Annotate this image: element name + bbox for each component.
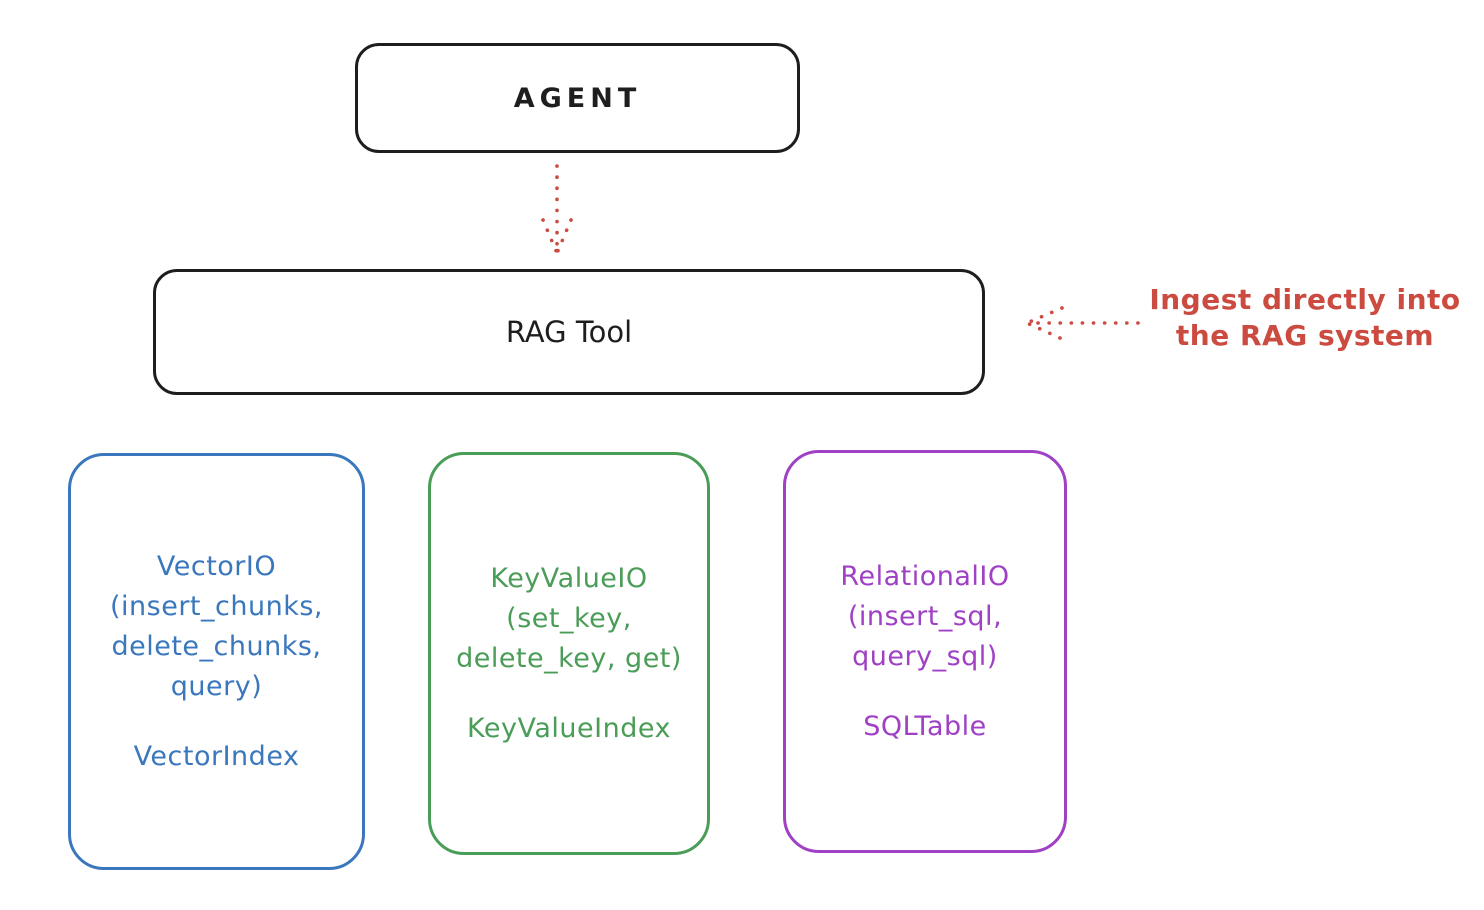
relational-io-title: RelationalIO (insert_sql, query_sql) [840, 560, 1010, 672]
agent-node: AGENT [355, 43, 800, 153]
arrow-head [1025, 306, 1064, 325]
sql-table-label: SQLTable [863, 710, 987, 742]
relational-io-node: RelationalIO (insert_sql, query_sql) SQL… [783, 450, 1067, 853]
arrow-head [555, 218, 573, 255]
annotation-text: Ingest directly into the RAG system [1149, 283, 1461, 352]
agent-to-rag-arrow [541, 164, 573, 255]
keyvalue-io-node: KeyValueIO (set_key, delete_key, get) Ke… [428, 452, 710, 855]
arrow-head [1025, 321, 1062, 340]
vector-io-node: VectorIO (insert_chunks, delete_chunks, … [68, 453, 365, 870]
keyvalue-io-title: KeyValueIO (set_key, delete_key, get) [456, 562, 682, 674]
keyvalue-index-label: KeyValueIndex [467, 712, 671, 744]
agent-node-label: AGENT [513, 82, 642, 114]
rag-tool-node-label: RAG Tool [505, 315, 633, 349]
vector-index-label: VectorIndex [133, 740, 300, 772]
annotation-to-rag-arrow [1025, 306, 1140, 340]
arrow-head [541, 218, 559, 255]
vector-io-title: VectorIO (insert_chunks, delete_chunks, … [110, 550, 323, 702]
rag-tool-node: RAG Tool [153, 269, 985, 395]
